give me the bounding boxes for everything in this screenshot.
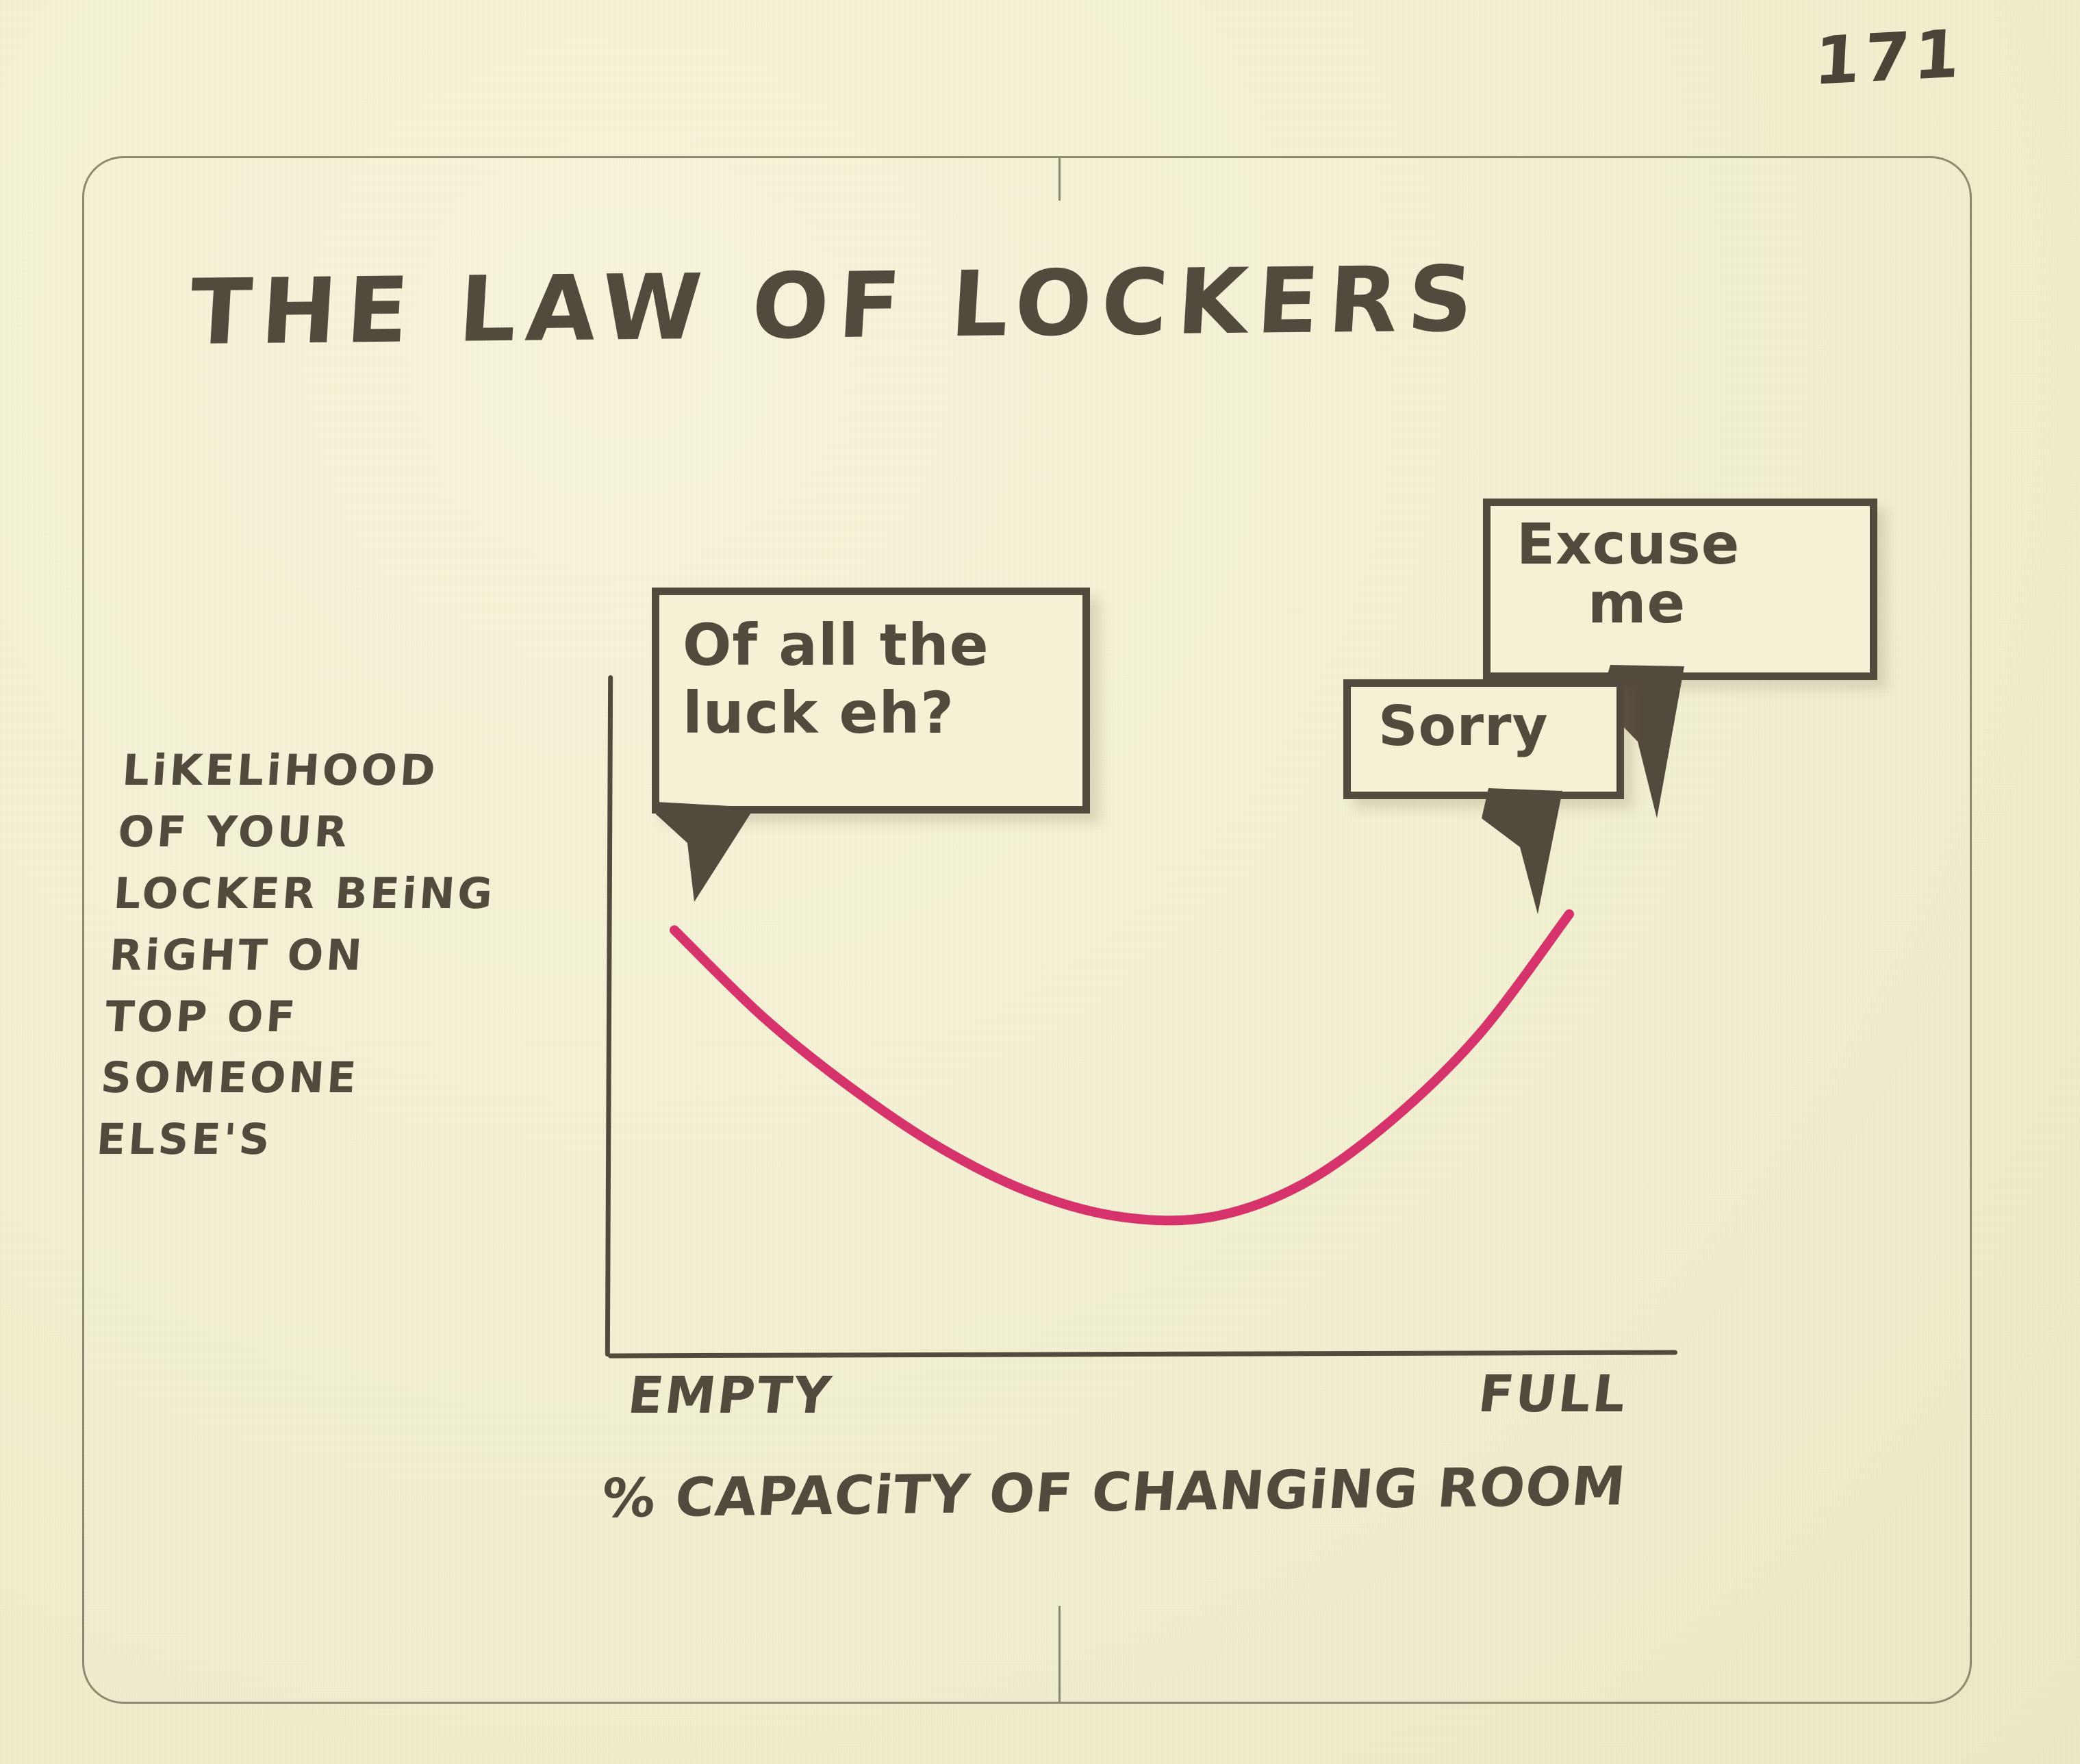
y-axis-label-line: ELSE'S bbox=[94, 1114, 275, 1165]
speech-bubble-excuse-text: Excuse me bbox=[1491, 506, 1870, 633]
y-axis-label-line: SOMEONE bbox=[99, 1053, 361, 1103]
y-axis-label: LiKELiHOOD OF YOUR LOCKER BEiNG RiGHT ON… bbox=[94, 740, 604, 1170]
bubble-line-2: luck eh? bbox=[683, 679, 954, 747]
page-title: THE LAW OF LOCKERS bbox=[186, 247, 1486, 366]
fold-mark-top-icon bbox=[1058, 158, 1061, 201]
bubble-line-2: me bbox=[1588, 571, 1686, 637]
speech-bubble-luck: Of all the luck eh? bbox=[652, 588, 1090, 814]
bubble-line-1: Sorry bbox=[1378, 694, 1549, 758]
x-tick-label-full: FULL bbox=[1475, 1365, 1632, 1424]
y-axis-label-line: LOCKER BEiNG bbox=[112, 868, 497, 918]
fold-mark-bottom-icon bbox=[1058, 1606, 1061, 1702]
bubble-line-1: Of all the bbox=[683, 612, 989, 679]
y-axis-label-line: LiKELiHOOD bbox=[121, 745, 440, 795]
page-number: 171 bbox=[1812, 15, 1966, 100]
bubble-line-1: Excuse bbox=[1517, 512, 1740, 577]
speech-bubble-luck-text: Of all the luck eh? bbox=[659, 595, 1082, 747]
y-axis-label-line: OF YOUR bbox=[116, 806, 352, 857]
x-axis-label: % CAPACiTY OF CHANGiNG ROOM bbox=[598, 1455, 1629, 1530]
speech-bubble-excuse: Excuse me bbox=[1483, 499, 1877, 680]
speech-bubble-sorry: Sorry bbox=[1343, 679, 1624, 799]
y-axis-label-line: TOP OF bbox=[103, 991, 300, 1042]
y-axis-label-line: RiGHT ON bbox=[107, 929, 366, 980]
speech-bubble-sorry-text: Sorry bbox=[1351, 687, 1616, 754]
x-tick-label-empty: EMPTY bbox=[624, 1366, 836, 1425]
